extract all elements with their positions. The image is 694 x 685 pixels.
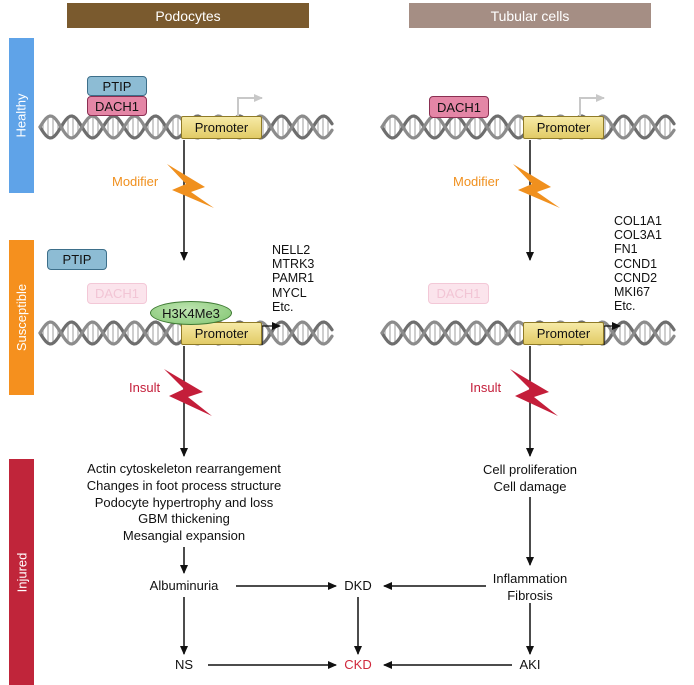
- healthy-tubular-tss-arrow: [579, 94, 605, 117]
- podocyte-gene: MTRK3: [272, 257, 315, 272]
- podocyte-effect: Podocyte hypertrophy and loss: [94, 494, 274, 510]
- podocyte-effects-list: Actin cytoskeleton rearrangement Changes…: [64, 461, 304, 545]
- tubular-gene: CCND1: [614, 256, 658, 271]
- tubular-gene: COL1A1: [614, 214, 662, 228]
- podocyte-effect: Changes in foot process structure: [86, 477, 282, 493]
- podocyte-gene: MYCL: [272, 285, 307, 300]
- tubular-gene: FN1: [614, 242, 638, 257]
- susceptible-podocyte-tss-arrow: [261, 322, 281, 345]
- tubular-gene: COL3A1: [614, 228, 662, 243]
- injured-stage-bar: Injured: [9, 459, 34, 685]
- healthy-tubular-dach1-label: DACH1: [436, 99, 482, 115]
- podocyte-gene: NELL2: [272, 243, 311, 257]
- susceptible-ptip-box: PTIP: [47, 249, 107, 270]
- albuminuria-node: Albuminuria: [149, 578, 219, 593]
- podocyte-gene: PAMR1: [272, 271, 315, 286]
- susceptible-podocyte-dach1-faded-box: DACH1: [87, 283, 147, 304]
- podocyte-gene-list: NELL2 MTRK3 PAMR1 MYCL Etc.: [272, 243, 314, 314]
- healthy-tubular-promoter-label: Promoter: [536, 120, 591, 135]
- podocyte-insult-bolt-icon: [164, 369, 212, 416]
- podocyte-modifier-label: Modifier: [112, 174, 159, 189]
- susceptible-stage-bar: Susceptible: [9, 240, 34, 395]
- podocyte-effect: GBM thickening: [138, 511, 230, 527]
- healthy-stage-bar: Healthy: [9, 38, 34, 193]
- tubular-effects-list: Cell proliferation Cell damage: [450, 461, 610, 495]
- podocyte-modifier-bolt-icon: [167, 164, 214, 208]
- susceptible-tubular-promoter-box: Promoter: [523, 322, 604, 345]
- podocyte-effect: Mesangial expansion: [122, 528, 246, 544]
- susceptible-podocyte-promoter-label: Promoter: [194, 326, 249, 341]
- aki-node: AKI: [519, 657, 541, 672]
- healthy-podocyte-dach1-box: DACH1: [87, 96, 147, 116]
- tubular-insult-bolt-icon: [510, 369, 558, 416]
- tubular-modifier-bolt-icon: [513, 164, 560, 208]
- healthy-tubular-promoter-box: Promoter: [523, 116, 604, 139]
- h3k4me3-mark: H3K4Me3: [150, 301, 232, 325]
- healthy-podocyte-promoter-box: Promoter: [181, 116, 262, 139]
- podocyte-effect: Actin cytoskeleton rearrangement: [87, 461, 281, 476]
- tubular-gene-list: COL1A1 COL3A1 FN1 CCND1 CCND2 MKI67 Etc.: [614, 214, 662, 313]
- susceptible-tubular-promoter-label: Promoter: [536, 326, 591, 341]
- tubular-effect: Cell proliferation: [483, 462, 577, 477]
- podocyte-gene: Etc.: [272, 299, 294, 314]
- susceptible-tubular-dach1-faded-label: DACH1: [436, 286, 481, 301]
- inflammation-fibrosis-node: Inflammation Fibrosis: [470, 570, 590, 604]
- tubular-effect: Cell damage: [493, 479, 567, 494]
- healthy-ptip-label: PTIP: [102, 78, 132, 94]
- susceptible-tubular-dach1-faded-box: DACH1: [428, 283, 489, 304]
- tubular-modifier-label: Modifier: [453, 174, 500, 189]
- susceptible-ptip-label: PTIP: [62, 252, 92, 267]
- healthy-tubular-dach1-box: DACH1: [429, 96, 489, 118]
- podocytes-header-label: Podocytes: [155, 7, 221, 24]
- susceptible-podocyte-dach1-faded-label: DACH1: [94, 286, 140, 301]
- podocyte-insult-label: Insult: [129, 380, 161, 395]
- tubular-gene: MKI67: [614, 285, 651, 300]
- susceptible-tubular-tss-arrow: [603, 322, 621, 345]
- tubular-gene: CCND2: [614, 270, 658, 285]
- tubular-cells-header-label: Tubular cells: [490, 7, 570, 24]
- tubular-gene: Etc.: [614, 299, 636, 314]
- tubular-cells-header: Tubular cells: [409, 3, 651, 28]
- inflammation-label: Inflammation: [492, 571, 568, 586]
- healthy-podocyte-promoter-label: Promoter: [194, 120, 249, 135]
- ns-node: NS: [174, 657, 194, 672]
- susceptible-podocyte-promoter-box: Promoter: [181, 322, 262, 345]
- healthy-podocyte-tss-arrow: [237, 94, 263, 117]
- tubular-insult-label: Insult: [470, 380, 502, 395]
- dkd-node: DKD: [344, 578, 372, 593]
- h3k4me3-label: H3K4Me3: [162, 305, 220, 321]
- fibrosis-label: Fibrosis: [507, 588, 553, 603]
- healthy-podocyte-dach1-label: DACH1: [94, 98, 140, 114]
- podocytes-header: Podocytes: [67, 3, 309, 28]
- healthy-ptip-box: PTIP: [87, 76, 147, 96]
- ckd-node: CKD: [344, 657, 372, 672]
